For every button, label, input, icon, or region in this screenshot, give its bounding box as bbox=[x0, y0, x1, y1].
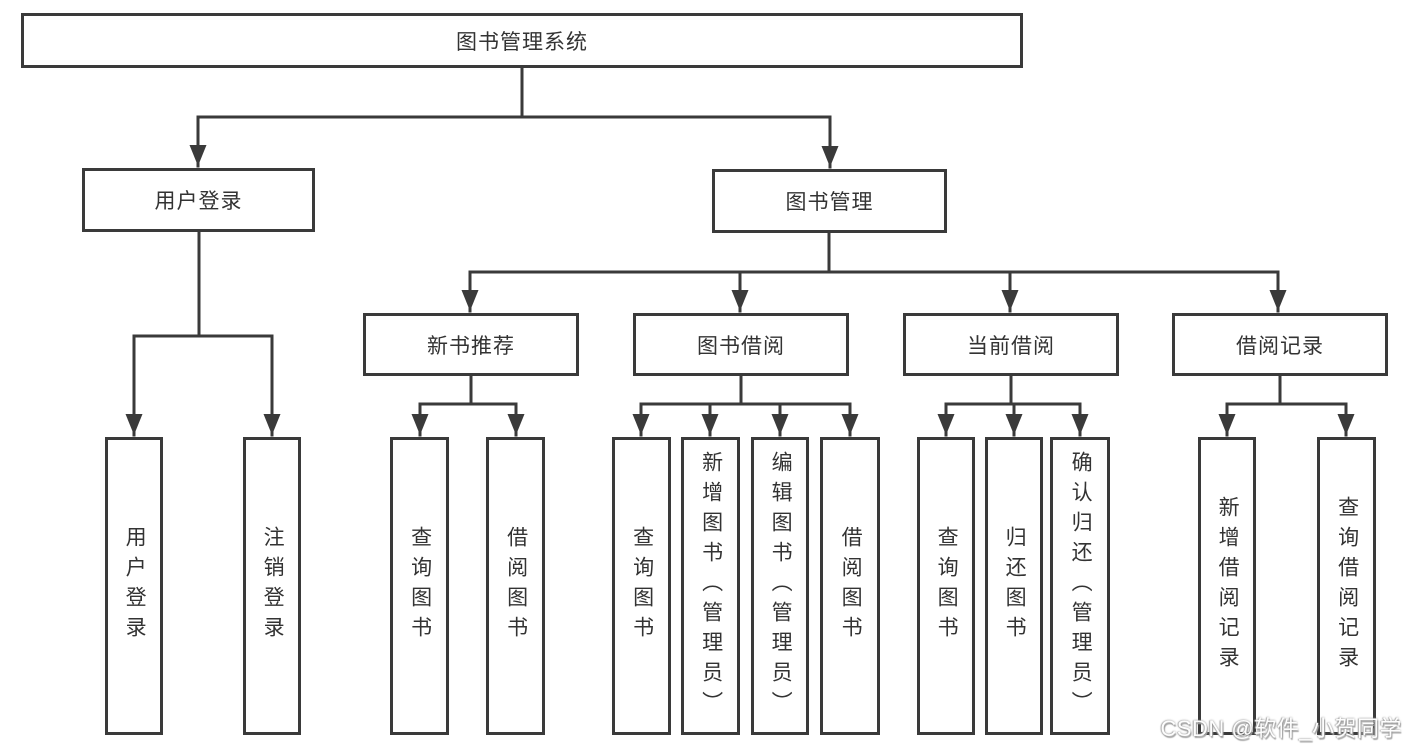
leaf-query-books-1: 查询图书 bbox=[390, 437, 449, 735]
node-book-management-label: 图书管理 bbox=[785, 191, 874, 214]
leaf-return-books: 归还图书 bbox=[985, 437, 1043, 735]
leaf-confirm-return-admin: 确认归还（管理员） bbox=[1050, 437, 1110, 735]
leaf-add-borrow-record: 新增借阅记录 bbox=[1198, 437, 1256, 735]
leaf-borrow-books-2-label: 借阅图书 bbox=[839, 526, 863, 646]
node-current-borrow: 当前借阅 bbox=[903, 313, 1119, 376]
leaf-borrow-books-1-label: 借阅图书 bbox=[504, 526, 528, 646]
node-new-book-recommend: 新书推荐 bbox=[363, 313, 579, 376]
leaf-query-books-3-label: 查询图书 bbox=[935, 526, 959, 646]
csdn-watermark: CSDN @软件_小贺同学 bbox=[1160, 716, 1402, 741]
leaf-query-books-3: 查询图书 bbox=[917, 437, 975, 735]
leaf-borrow-books-2: 借阅图书 bbox=[820, 437, 880, 735]
node-user-login-label: 用户登录 bbox=[154, 190, 243, 213]
node-book-management: 图书管理 bbox=[712, 169, 947, 233]
leaf-user-login-label: 用户登录 bbox=[123, 526, 147, 646]
leaf-logout: 注销登录 bbox=[243, 437, 301, 735]
node-current-borrow-label: 当前借阅 bbox=[967, 334, 1055, 358]
leaf-borrow-books-1: 借阅图书 bbox=[486, 437, 545, 735]
node-root-label: 图书管理系统 bbox=[456, 30, 588, 54]
node-user-login: 用户登录 bbox=[82, 168, 315, 232]
leaf-add-borrow-record-label: 新增借阅记录 bbox=[1216, 496, 1240, 676]
node-root: 图书管理系统 bbox=[21, 13, 1023, 68]
node-borrow-records: 借阅记录 bbox=[1172, 313, 1388, 376]
leaf-query-books-2: 查询图书 bbox=[612, 437, 671, 735]
leaf-query-books-2-label: 查询图书 bbox=[630, 526, 654, 646]
leaf-query-books-1-label: 查询图书 bbox=[408, 526, 432, 646]
leaf-user-login: 用户登录 bbox=[105, 437, 163, 735]
leaf-query-borrow-record: 查询借阅记录 bbox=[1317, 437, 1376, 735]
leaf-query-borrow-record-label: 查询借阅记录 bbox=[1335, 496, 1359, 676]
leaf-edit-book-admin: 编辑图书（管理员） bbox=[751, 437, 809, 735]
leaf-add-book-admin-label: 新增图书（管理员） bbox=[699, 451, 723, 721]
leaf-logout-label: 注销登录 bbox=[261, 526, 285, 646]
leaf-add-book-admin: 新增图书（管理员） bbox=[681, 437, 740, 735]
leaf-confirm-return-admin-label: 确认归还（管理员） bbox=[1069, 451, 1093, 721]
node-book-borrow: 图书借阅 bbox=[633, 313, 849, 376]
node-book-borrow-label: 图书借阅 bbox=[697, 334, 785, 358]
leaf-return-books-label: 归还图书 bbox=[1003, 526, 1027, 646]
node-new-book-recommend-label: 新书推荐 bbox=[427, 334, 515, 358]
leaf-edit-book-admin-label: 编辑图书（管理员） bbox=[769, 451, 793, 721]
node-borrow-records-label: 借阅记录 bbox=[1236, 334, 1324, 358]
